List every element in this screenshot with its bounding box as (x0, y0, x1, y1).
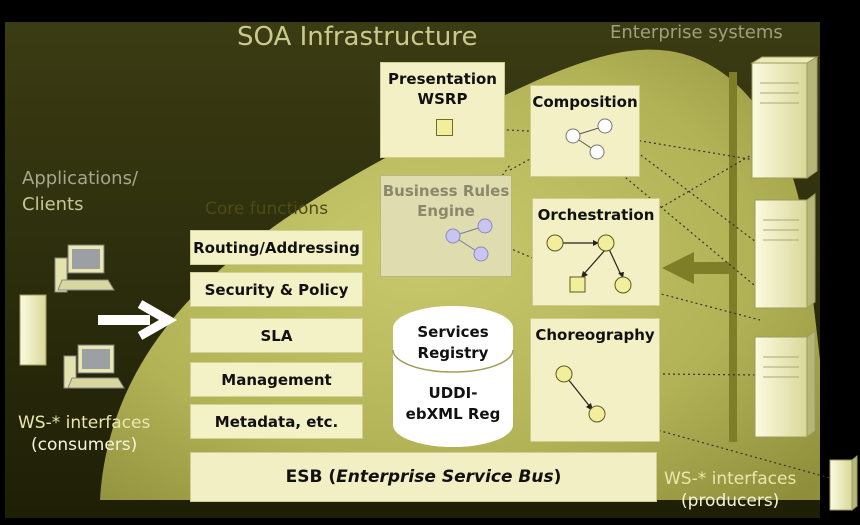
services-registry-cylinder (392, 306, 514, 447)
business-rules-subtitle: Engine (417, 202, 475, 220)
esb-bar: ESB (Enterprise Service Bus) (190, 452, 657, 502)
presentation-wsrp-box: Presentation WSRP (380, 62, 505, 158)
composition-box: Composition (530, 85, 640, 177)
uddi-line1: UDDI- (428, 384, 478, 402)
applications-clients-label: Applications/ Clients (22, 166, 138, 218)
core-function-routing-addressing: Routing/Addressing (190, 230, 363, 265)
core-function-metadata: Metadata, etc. (190, 404, 363, 439)
composition-title: Composition (532, 93, 638, 111)
esb-prefix: ESB ( (285, 467, 337, 487)
diagram-title: SOA Infrastructure (237, 22, 478, 52)
orchestration-title: Orchestration (537, 206, 655, 224)
enterprise-systems-label: Enterprise systems (610, 22, 783, 43)
services-registry-line2: Registry (417, 344, 489, 362)
producers-line2: (producers) (681, 491, 780, 511)
presentation-subtitle: WSRP (417, 90, 468, 108)
enterprise-arrow-head (662, 252, 694, 284)
choreography-flow (555, 365, 606, 423)
consumers-label: WS-* interfaces (consumers) (18, 412, 150, 456)
choreography-box: Choreography (530, 318, 660, 442)
client-icons (19, 244, 125, 389)
business-rules-flow (445, 218, 493, 262)
producers-label: WS-* interfaces (producers) (664, 468, 796, 512)
composition-flow (565, 118, 613, 160)
services-registry-label: Services Registry (393, 322, 513, 364)
presentation-title: Presentation (388, 70, 497, 88)
core-function-sla: SLA (190, 318, 363, 353)
core-function-security-policy: Security & Policy (190, 272, 363, 307)
esb-suffix: ) (553, 467, 562, 487)
core-function-management: Management (190, 362, 363, 397)
producers-line1: WS-* interfaces (664, 469, 797, 489)
consumers-line2: (consumers) (31, 435, 138, 455)
presentation-node (436, 119, 453, 136)
uddi-ebxml-label: UDDI- ebXML Reg (393, 383, 513, 425)
choreography-title: Choreography (535, 326, 655, 344)
core-functions-label: Core functions (205, 199, 329, 219)
esb-name: Enterprise Service Bus (336, 467, 554, 487)
enterprise-arrow-shaft (690, 262, 732, 274)
business-rules-title: Business Rules (382, 182, 510, 200)
applications-label-line1: Applications/ (22, 168, 139, 189)
uddi-line2: ebXML Reg (405, 405, 501, 423)
applications-label-line2: Clients (22, 194, 84, 215)
business-rules-engine-box: Business Rules Engine (380, 175, 512, 277)
orchestration-flow (546, 234, 632, 294)
services-registry-line1: Services (417, 323, 489, 341)
clients-arrow (98, 300, 178, 340)
enterprise-bar (729, 72, 737, 442)
server-icons (750, 56, 858, 512)
orchestration-box: Orchestration (532, 198, 660, 306)
consumers-line1: WS-* interfaces (18, 413, 151, 433)
